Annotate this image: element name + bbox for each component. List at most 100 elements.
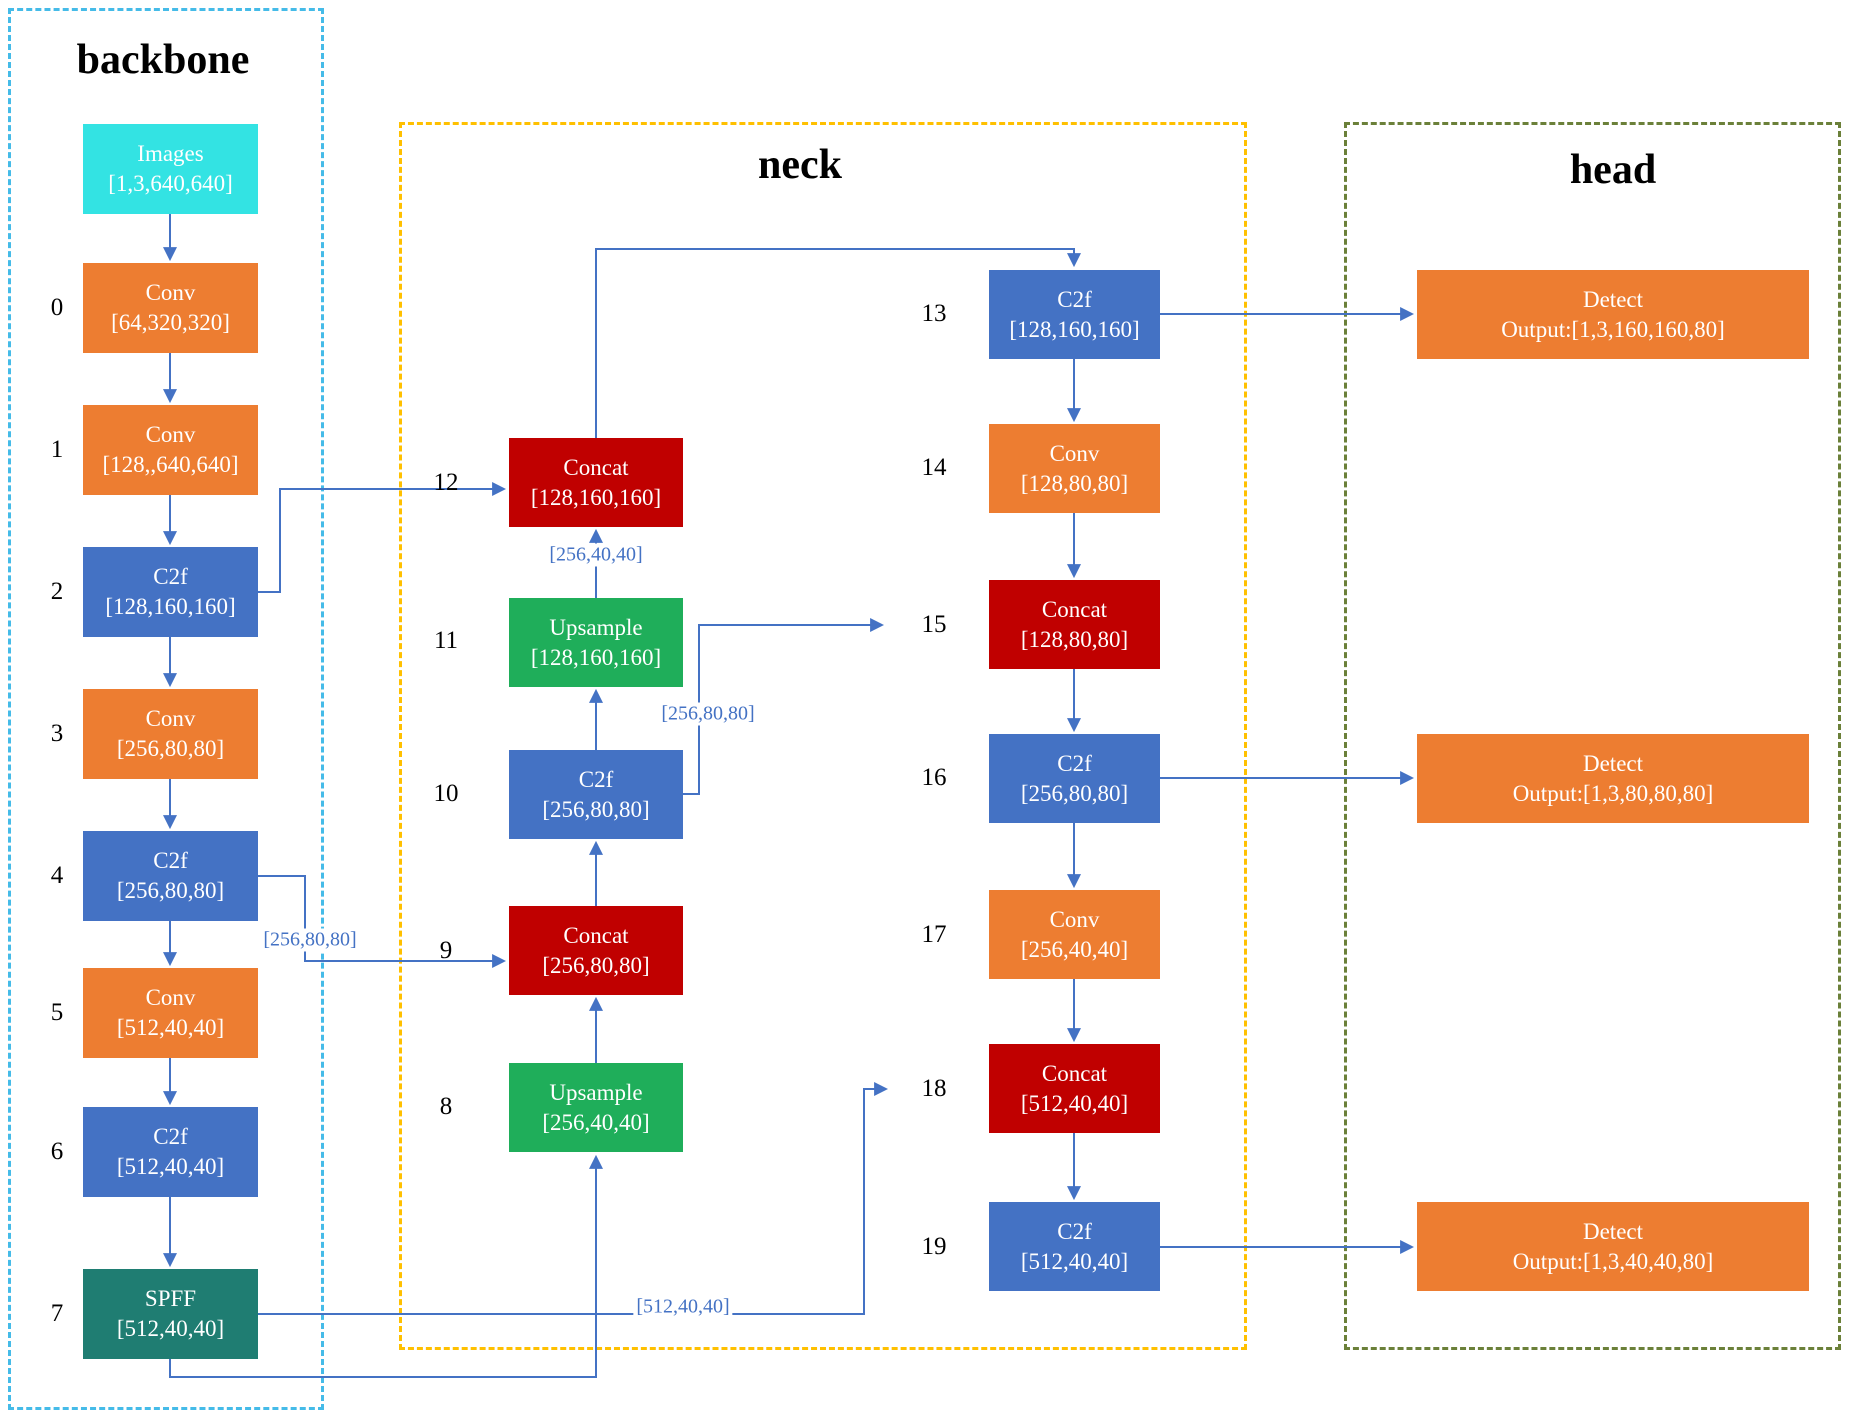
node-shape: [512,40,40] [1020, 1090, 1129, 1116]
node-index-11: 11 [433, 627, 459, 654]
edge-2-12 [258, 482, 507, 593]
node-shape: [512,40,40] [116, 1316, 225, 1341]
section-title-neck: neck [758, 142, 842, 188]
node-shape: [128,160,160] [105, 594, 236, 619]
edge-label-7-18: [512,40,40] [633, 1295, 733, 1319]
node-shape: [128,160,160] [530, 644, 662, 670]
node-label: Concat [1041, 596, 1108, 622]
node-index-10: 10 [433, 780, 459, 807]
node-label: Concat [563, 454, 629, 480]
node-shape: [64,320,320] [111, 310, 230, 335]
node-index-0: 0 [50, 294, 64, 321]
head-region [1344, 122, 1841, 1350]
node-label: Images [137, 141, 204, 167]
node-3-conv: Conv [256,80,80] [83, 689, 258, 779]
node-shape: [1,3,640,640] [108, 171, 233, 196]
node-0-conv: Conv [64,320,320] [83, 263, 258, 353]
node-10-c2f: C2f [256,80,80] [509, 750, 683, 839]
node-label: SPFF [144, 1286, 197, 1312]
node-15-concat: Concat [128,80,80] [989, 580, 1160, 669]
node-index-12: 12 [433, 469, 459, 496]
node-shape: [128,160,160] [1009, 316, 1140, 342]
node-13-c2f: C2f [128,160,160] [989, 270, 1160, 359]
node-label: Detect [1582, 750, 1643, 776]
node-17-conv: Conv [256,40,40] [989, 890, 1160, 979]
node-label: C2f [153, 848, 188, 874]
node-index-2: 2 [50, 578, 64, 605]
node-label: C2f [153, 564, 188, 590]
node-shape: Output:[1,3,40,40,80] [1512, 1248, 1714, 1274]
node-index-4: 4 [50, 862, 64, 889]
node-shape: [256,80,80] [542, 796, 650, 822]
node-index-9: 9 [439, 937, 453, 964]
node-index-18: 18 [921, 1075, 947, 1102]
node-label: C2f [1057, 286, 1092, 312]
node-index-8: 8 [439, 1093, 453, 1120]
node-5-conv: Conv [512,40,40] [83, 968, 258, 1058]
node-index-17: 17 [921, 921, 947, 948]
node-label: Concat [1041, 1060, 1108, 1086]
node-18-concat: Concat [512,40,40] [989, 1044, 1160, 1133]
node-label: C2f [1057, 750, 1092, 776]
node-index-7: 7 [50, 1300, 64, 1327]
node-11-upsample: Upsample [128,160,160] [509, 598, 683, 687]
node-shape: [256,80,80] [116, 736, 225, 761]
node-4-c2f: C2f [256,80,80] [83, 831, 258, 921]
node-index-3: 3 [50, 720, 64, 747]
node-shape: [256,40,40] [1020, 936, 1129, 962]
node-label: C2f [153, 1124, 188, 1150]
node-2-c2f: C2f [128,160,160] [83, 547, 258, 637]
node-index-19: 19 [921, 1233, 947, 1260]
node-index-6: 6 [50, 1138, 64, 1165]
backbone-region [8, 8, 324, 1410]
edge-12-13 [595, 248, 1081, 438]
node-label: Conv [1049, 906, 1100, 932]
node-shape: [128,,640,640] [102, 452, 239, 477]
node-index-1: 1 [50, 436, 64, 463]
node-shape: [128,160,160] [530, 484, 662, 510]
edge-4-9 [258, 875, 507, 968]
node-index-14: 14 [921, 454, 947, 481]
edge-label-10-15: [256,80,80] [658, 702, 758, 726]
node-label: Conv [145, 422, 196, 448]
neck-region [399, 122, 1247, 1350]
node-6-c2f: C2f [512,40,40] [83, 1107, 258, 1197]
node-shape: [256,80,80] [116, 878, 225, 903]
node-label: Upsample [549, 614, 643, 640]
edge-7-8 [169, 1154, 603, 1378]
node-19-c2f: C2f [512,40,40] [989, 1202, 1160, 1291]
node-label: Upsample [549, 1079, 643, 1105]
node-shape: [512,40,40] [116, 1154, 225, 1179]
node-shape: [128,80,80] [1020, 470, 1129, 496]
node-label: Concat [563, 922, 629, 948]
node-label: C2f [1057, 1218, 1092, 1244]
node-shape: [512,40,40] [1020, 1248, 1129, 1274]
node-detect-1: Detect Output:[1,3,160,160,80] [1417, 270, 1809, 359]
node-7-sppf: SPFF [512,40,40] [83, 1269, 258, 1359]
node-shape: [128,80,80] [1020, 626, 1129, 652]
node-detect-2: Detect Output:[1,3,80,80,80] [1417, 734, 1809, 823]
node-label: Detect [1582, 1218, 1643, 1244]
node-1-conv: Conv [128,,640,640] [83, 405, 258, 495]
node-shape: [512,40,40] [116, 1015, 225, 1040]
node-8-upsample: Upsample [256,40,40] [509, 1063, 683, 1152]
node-label: C2f [578, 766, 614, 792]
node-index-15: 15 [921, 611, 947, 638]
node-images: Images [1,3,640,640] [83, 124, 258, 214]
node-9-concat: Concat [256,80,80] [509, 906, 683, 995]
edge-label-11-12: [256,40,40] [546, 543, 646, 567]
section-title-head: head [1569, 147, 1657, 193]
node-label: Conv [145, 280, 196, 306]
node-label: Conv [1049, 440, 1100, 466]
node-shape: [256,80,80] [1020, 780, 1129, 806]
node-shape: Output:[1,3,160,160,80] [1501, 316, 1725, 342]
node-shape: Output:[1,3,80,80,80] [1512, 780, 1714, 806]
node-12-concat: Concat [128,160,160] [509, 438, 683, 527]
node-shape: [256,80,80] [542, 952, 650, 978]
node-label: Conv [145, 706, 196, 732]
node-shape: [256,40,40] [542, 1109, 650, 1135]
node-index-13: 13 [921, 300, 947, 327]
section-title-backbone: backbone [76, 37, 250, 83]
node-index-5: 5 [50, 999, 64, 1026]
